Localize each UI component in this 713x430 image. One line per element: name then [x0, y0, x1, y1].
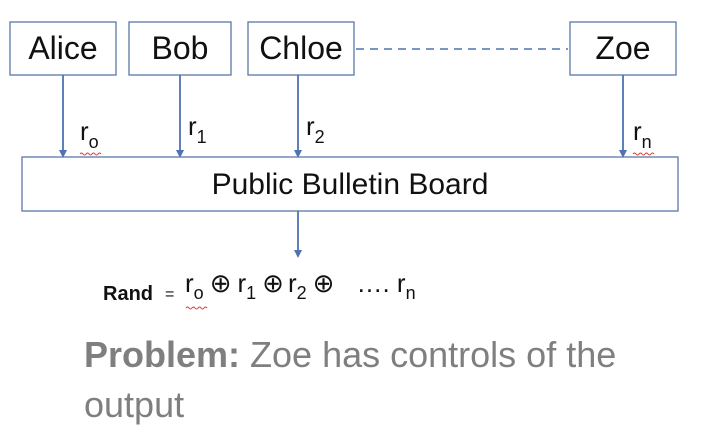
- r-alice-subscript: o: [89, 132, 99, 152]
- participant-chloe-box: [247, 21, 355, 76]
- term-2-subscript: 2: [297, 283, 307, 303]
- rand-label: Rand: [103, 283, 153, 305]
- term-n-base: r: [397, 268, 406, 298]
- bulletin-board: Public Bulletin Board: [21, 156, 679, 212]
- formula-expression: ro⊕r1⊕r2⊕…. rn: [185, 268, 416, 303]
- participant-chloe: Chloe: [247, 21, 355, 76]
- term-2-base: r: [288, 268, 297, 298]
- r-zoe-base: r: [633, 116, 642, 146]
- participant-bob-box: [128, 21, 232, 76]
- r-alice-base: r: [80, 116, 89, 146]
- bulletin-board-box: [21, 156, 679, 212]
- participant-alice: Alice: [9, 21, 117, 76]
- participant-alice-box: [9, 21, 117, 76]
- rand-formula: Rand = ro⊕r1⊕r2⊕…. rn: [103, 268, 416, 310]
- term-1-subscript: 1: [246, 283, 256, 303]
- problem-text: Zoe has controls of the output: [84, 334, 617, 425]
- term-0-subscript: o: [194, 283, 204, 303]
- svg-text:rn: rn: [633, 116, 652, 152]
- participant-zoe: Zoe: [569, 21, 677, 76]
- bulletin-board-label: Public Bulletin Board: [212, 168, 489, 201]
- xor-symbol: ⊕: [262, 268, 284, 298]
- svg-text:r2: r2: [306, 111, 325, 147]
- formula-ellipsis: ….: [356, 268, 396, 298]
- problem-statement: Problem: Zoe has controls of the output: [84, 330, 684, 430]
- term-0-base: r: [185, 268, 194, 298]
- participant-zoe-label: Zoe: [595, 30, 650, 66]
- term-1-base: r: [237, 268, 246, 298]
- spellcheck-underline: [185, 306, 208, 310]
- xor-symbol: ⊕: [210, 268, 232, 298]
- participant-bob-label: Bob: [152, 30, 209, 66]
- participant-bob: Bob: [128, 21, 232, 76]
- xor-symbol: ⊕: [313, 268, 335, 298]
- r-zoe-subscript: n: [642, 132, 652, 152]
- spellcheck-underline: [632, 152, 655, 156]
- label-r-bob: r1: [188, 111, 207, 147]
- r-bob-subscript: 1: [197, 127, 207, 147]
- svg-text:ro: ro: [80, 116, 99, 152]
- label-r-alice: ro: [79, 116, 102, 156]
- svg-text:r1: r1: [188, 111, 207, 147]
- r-bob-base: r: [188, 111, 197, 141]
- spellcheck-underline: [79, 152, 102, 156]
- label-r-zoe: rn: [632, 116, 655, 156]
- rand-equals: =: [165, 286, 174, 303]
- participant-alice-label: Alice: [28, 30, 97, 66]
- problem-label: Problem:: [84, 334, 241, 375]
- participant-chloe-label: Chloe: [259, 30, 343, 66]
- r-chloe-subscript: 2: [315, 127, 325, 147]
- r-chloe-base: r: [306, 111, 315, 141]
- term-n-subscript: n: [406, 283, 416, 303]
- label-r-chloe: r2: [306, 111, 325, 147]
